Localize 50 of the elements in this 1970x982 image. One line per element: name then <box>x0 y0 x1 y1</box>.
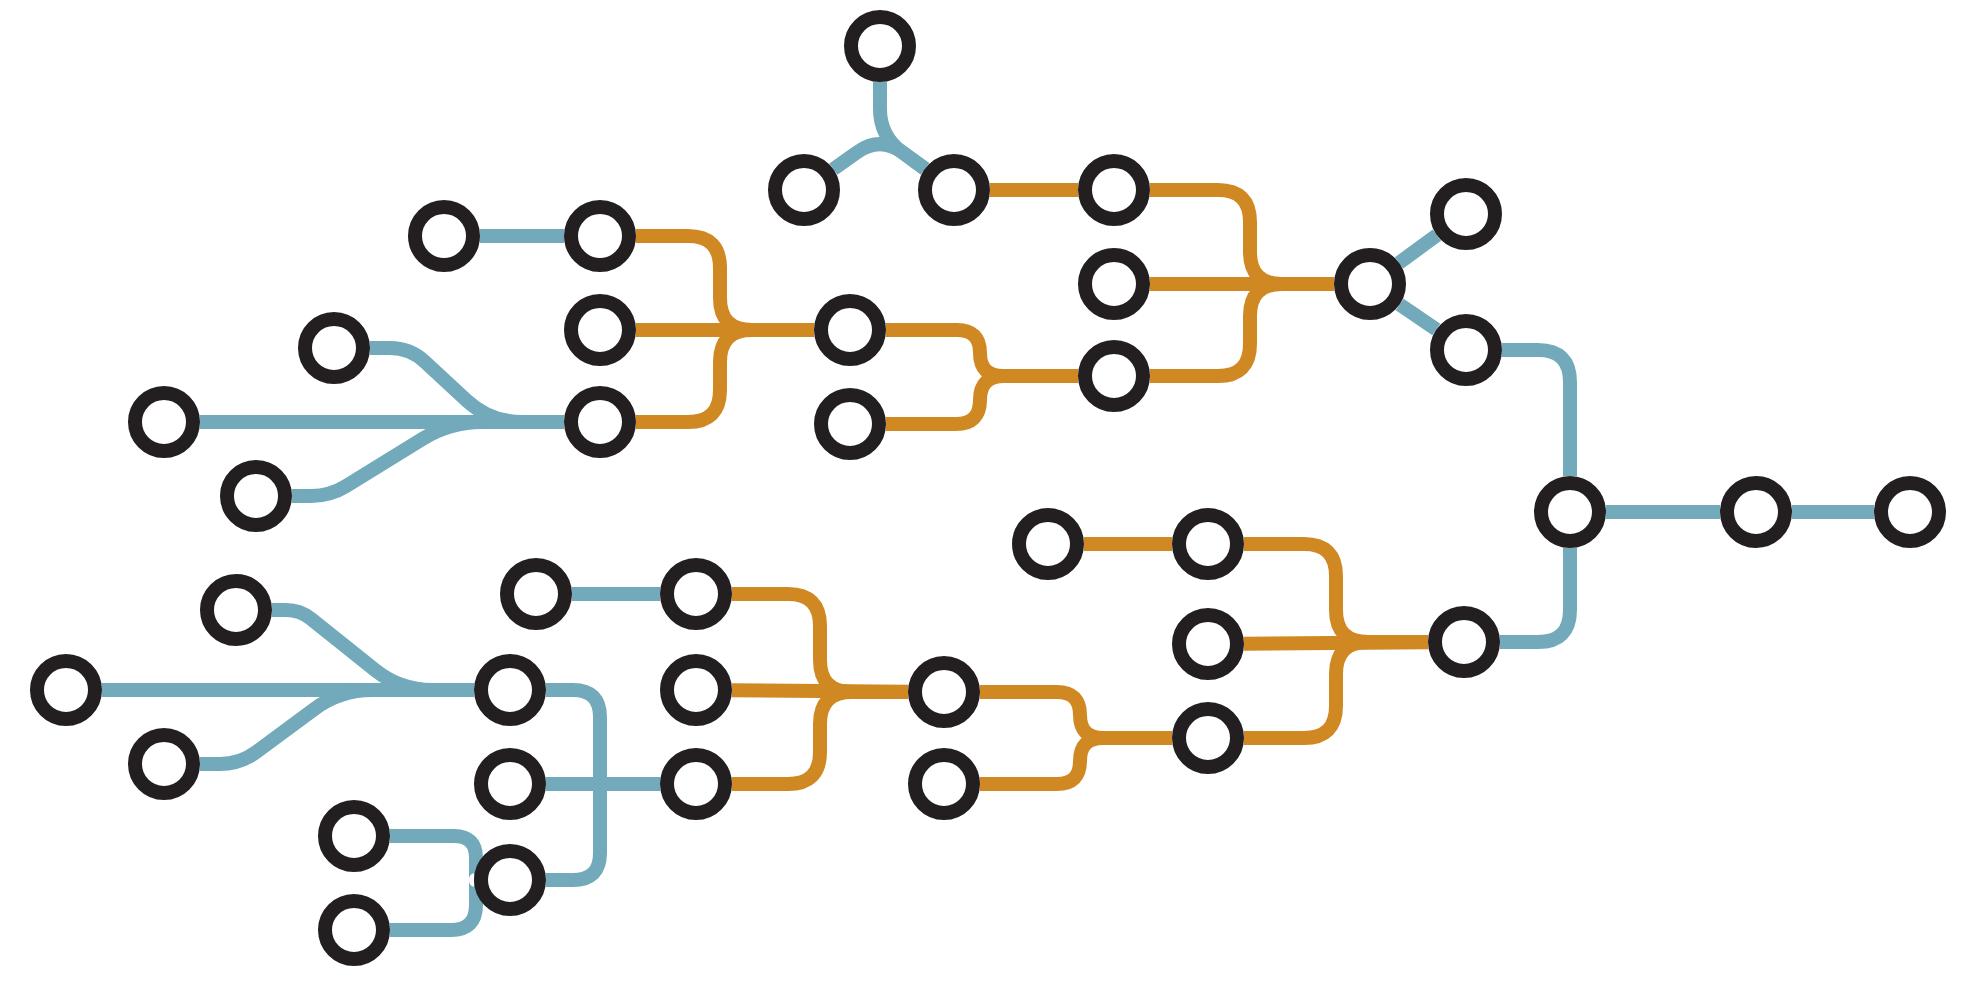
connector-line <box>546 777 660 791</box>
circle-node <box>1720 476 1792 548</box>
circle-node <box>474 654 546 726</box>
circle-node <box>908 748 980 820</box>
circle-node <box>30 654 102 726</box>
circle-node <box>1078 340 1150 412</box>
circle-node <box>1078 154 1150 226</box>
circle-node <box>814 388 886 460</box>
circle-node <box>1172 608 1244 680</box>
circle-node <box>1430 178 1502 250</box>
connector-line <box>1792 505 1874 519</box>
circle-node <box>408 200 480 272</box>
connector-line <box>1394 229 1442 269</box>
circle-node <box>814 294 886 366</box>
circle-node <box>768 154 840 226</box>
connector-line <box>572 587 660 601</box>
connector-line <box>1500 548 1577 649</box>
circle-node <box>128 728 200 800</box>
circle-node <box>200 574 272 646</box>
circle-node <box>908 656 980 728</box>
connector-line <box>1084 537 1172 551</box>
circle-node <box>1428 606 1500 678</box>
circle-node <box>918 154 990 226</box>
circle-node <box>318 800 390 872</box>
circle-node <box>1874 476 1946 548</box>
circle-node <box>564 294 636 366</box>
circle-node <box>1534 476 1606 548</box>
connector-line <box>1395 298 1441 336</box>
circle-node <box>128 386 200 458</box>
circle-node <box>298 312 370 384</box>
connector-line <box>1606 505 1720 519</box>
connector-line <box>990 183 1078 197</box>
circle-node <box>1430 314 1502 386</box>
circle-node <box>660 654 732 726</box>
circle-node <box>564 386 636 458</box>
circle-node <box>1334 248 1406 320</box>
circle-node <box>660 558 732 630</box>
circle-node <box>660 748 732 820</box>
circle-node <box>844 10 916 82</box>
circle-node <box>474 844 546 916</box>
circle-node <box>500 558 572 630</box>
circle-node <box>318 894 390 966</box>
circle-node <box>1078 248 1150 320</box>
circle-node <box>1012 508 1084 580</box>
circle-node <box>1172 702 1244 774</box>
circle-node <box>474 748 546 820</box>
circle-node <box>220 460 292 532</box>
circle-node <box>1172 508 1244 580</box>
circle-node <box>564 200 636 272</box>
connector-line <box>480 229 564 243</box>
